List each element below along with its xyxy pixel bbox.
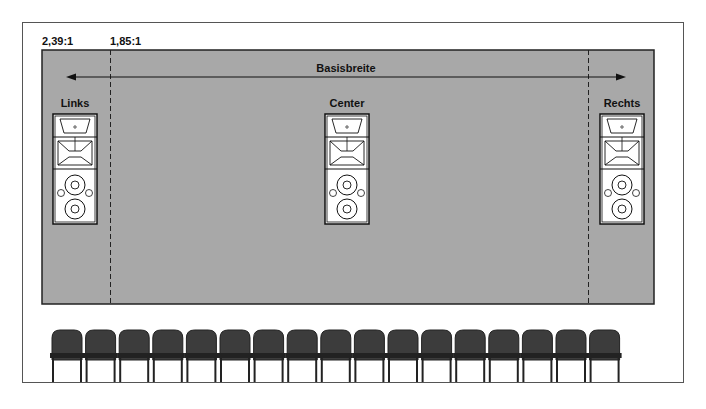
- speaker-label: Center: [322, 97, 372, 110]
- seat-leg: [416, 358, 418, 382]
- seat-base: [84, 353, 118, 358]
- format-line: [110, 50, 111, 304]
- seat-leg: [153, 358, 155, 382]
- seat-leg: [517, 358, 519, 382]
- seat-leg: [86, 358, 88, 382]
- screen: [42, 50, 654, 304]
- seat-base: [218, 353, 252, 358]
- seat-leg: [590, 358, 592, 382]
- seat-leg: [584, 358, 586, 382]
- speaker-label: Links: [50, 97, 100, 110]
- speaker-unit: Rechts: [597, 97, 647, 225]
- seat-base: [117, 353, 151, 358]
- seat-base: [554, 353, 588, 358]
- seat-base: [252, 353, 286, 358]
- width-arrow: [72, 76, 620, 77]
- seat-leg: [522, 358, 524, 382]
- seat-leg: [349, 358, 351, 382]
- speaker-symbol: [52, 113, 98, 225]
- seat-leg: [315, 358, 317, 382]
- seat-leg: [214, 358, 216, 382]
- seat-base: [151, 353, 185, 358]
- seat-leg: [287, 358, 289, 382]
- speaker-unit: Links: [50, 97, 100, 225]
- seat-leg: [354, 358, 356, 382]
- seat-leg: [489, 358, 491, 382]
- format-line: [588, 50, 589, 304]
- seat-leg: [147, 358, 149, 382]
- seat-base: [319, 353, 353, 358]
- seat-leg: [388, 358, 390, 382]
- seat-base: [184, 353, 218, 358]
- seat-leg: [455, 358, 457, 382]
- seat-leg: [181, 358, 183, 382]
- seat-row: [50, 330, 622, 382]
- arrow-head: [616, 74, 626, 81]
- seat-leg: [114, 358, 116, 382]
- seat-leg: [119, 358, 121, 382]
- arrow-head: [66, 74, 76, 81]
- seat-leg: [450, 358, 452, 382]
- speaker-symbol: [599, 113, 645, 225]
- aspect-ratio-label: 1,85:1: [110, 35, 141, 48]
- seat-leg: [422, 358, 424, 382]
- seat-base: [352, 353, 386, 358]
- seat-leg: [220, 358, 222, 382]
- seat-leg: [80, 358, 82, 382]
- speaker-label: Rechts: [597, 97, 647, 110]
- seat-base: [285, 353, 319, 358]
- seat-base: [453, 353, 487, 358]
- seat-base: [420, 353, 454, 358]
- seat-leg: [254, 358, 256, 382]
- seat-leg: [550, 358, 552, 382]
- seat-leg: [282, 358, 284, 382]
- seat-leg: [618, 358, 620, 382]
- seat-base: [588, 353, 622, 358]
- seat-base: [386, 353, 420, 358]
- seat-leg: [52, 358, 54, 382]
- seat-leg: [321, 358, 323, 382]
- frame: [23, 23, 684, 383]
- seat-leg: [186, 358, 188, 382]
- aspect-ratio-label: 2,39:1: [42, 35, 73, 48]
- dimension-label: Basisbreite: [316, 62, 375, 75]
- seat-base: [50, 353, 84, 358]
- speaker-symbol: [324, 113, 370, 225]
- speaker-unit: Center: [322, 97, 372, 225]
- seat-base: [487, 353, 521, 358]
- seat-leg: [483, 358, 485, 382]
- seat-leg: [556, 358, 558, 382]
- seat-leg: [382, 358, 384, 382]
- seat-leg: [248, 358, 250, 382]
- seat-base: [520, 353, 554, 358]
